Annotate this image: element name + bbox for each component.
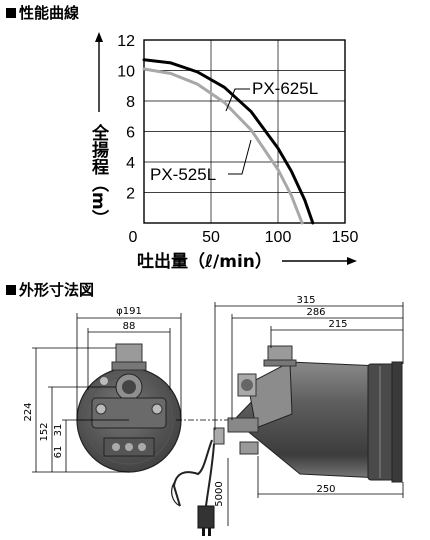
y-tick-label: 10	[117, 64, 135, 81]
y-tick-label: 4	[126, 155, 135, 172]
section-title-performance-text: 性能曲線	[19, 4, 80, 22]
dimension-total-length: 315	[296, 295, 315, 306]
chart-series	[142, 58, 315, 225]
y-tick-label: 2	[126, 186, 135, 203]
power-cord	[171, 439, 215, 507]
series-label-px-525l: PX-525L	[150, 165, 216, 184]
x-tick-label: 100	[265, 229, 292, 246]
power-plug-icon	[197, 505, 215, 536]
series-callout-px-525l	[228, 139, 252, 175]
y-axis-arrow-head-icon	[95, 32, 103, 42]
x-tick-label: 0	[129, 229, 138, 246]
dimension-front-width: φ191	[116, 306, 142, 317]
section-title-dimensions-text: 外形寸法図	[19, 281, 95, 299]
x-tick-label: 50	[202, 229, 220, 246]
front-view-pump	[76, 343, 182, 473]
x-axis-label: 吐出量（ℓ/min）	[137, 251, 272, 272]
dimension-height: 224	[23, 402, 34, 421]
y-axis-label: 全揚程（m）	[88, 123, 110, 227]
series-line-px-625l	[142, 58, 315, 225]
side-view-pump	[213, 345, 403, 483]
y-tick-label: 12	[117, 33, 135, 50]
dimension-base-length: 250	[316, 484, 335, 495]
y-axis-title: 全揚程（m）	[88, 32, 110, 227]
dimension-center-152: 152	[39, 422, 50, 441]
section-title-performance: 性能曲線	[6, 5, 79, 21]
y-tick-labels: 2 4 6 8 10 12	[117, 33, 135, 203]
section-title-dimensions: 外形寸法図	[6, 282, 94, 298]
front-dimension-lines	[32, 313, 182, 473]
square-bullet-icon	[6, 8, 16, 18]
dimension-offset-61: 61	[53, 446, 64, 459]
x-tick-labels: 0 50 100 150	[129, 229, 359, 246]
y-tick-label: 6	[126, 125, 135, 142]
dimension-cord-length: 5000	[214, 481, 225, 506]
dimension-length-215: 215	[328, 319, 347, 330]
dimension-offset-31: 31	[53, 424, 64, 437]
dimension-length-286: 286	[306, 307, 325, 318]
chart-grid	[144, 40, 345, 223]
series-line-px-525l	[142, 67, 304, 225]
performance-curve-chart: 2 4 6 8 10 12 0 50 100 150 PX-625L PX-525L 全揚程（m…	[88, 32, 359, 272]
square-bullet-icon	[6, 285, 16, 295]
side-dimension-lines	[214, 302, 404, 526]
x-tick-label: 150	[332, 229, 359, 246]
y-tick-label: 8	[126, 94, 135, 111]
series-label-px-625l: PX-625L	[252, 79, 318, 98]
dimension-top-width: 88	[123, 321, 136, 332]
x-axis-arrow-head-icon	[347, 257, 357, 265]
series-callout-px-625l	[225, 88, 250, 112]
